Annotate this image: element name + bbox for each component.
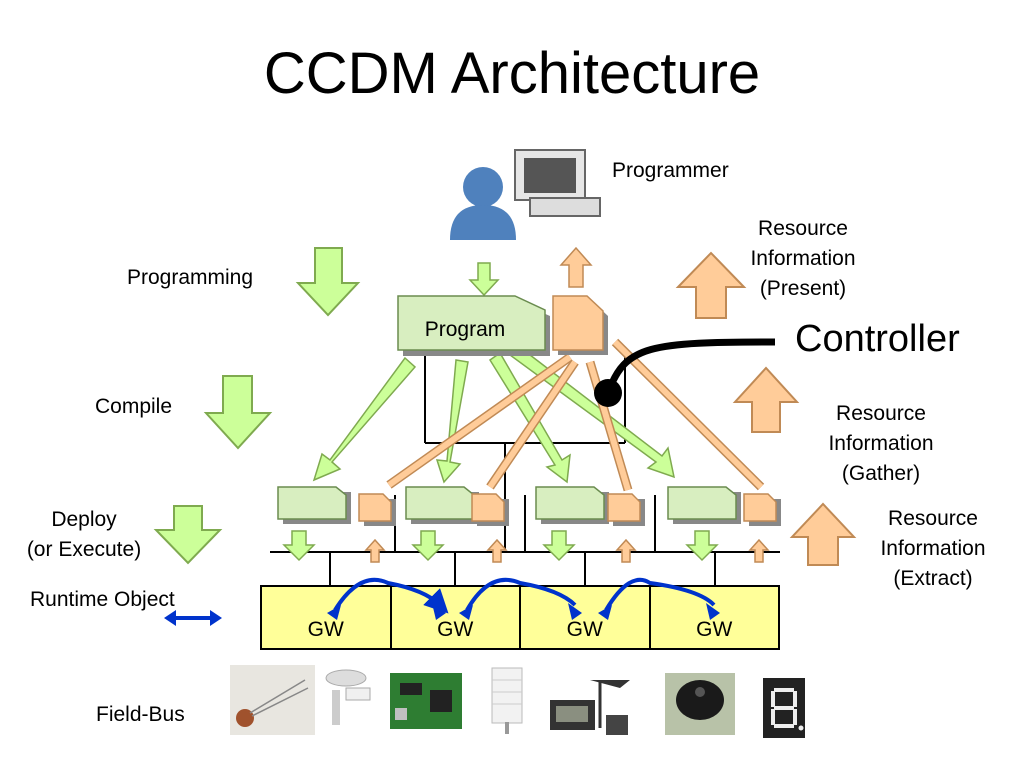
resource-present-arrow <box>675 251 747 319</box>
deploy-arrow <box>153 505 223 565</box>
resource-gather-arrow <box>732 366 800 433</box>
resource-label-line: (Gather) <box>841 462 921 485</box>
resource-label-line: (Extract) <box>893 567 973 590</box>
deploy-label-line: Deploy <box>51 508 117 531</box>
resource-label-line: Information <box>750 247 856 270</box>
resource-extract-label: Resource Information (Extract) <box>868 504 998 594</box>
small-extract-arrows <box>364 538 770 563</box>
seven-segment-display-icon <box>763 678 805 738</box>
programmer-label: Programmer <box>612 159 729 182</box>
deploy-label-line: (or Execute) <box>26 538 142 561</box>
resource-label-line: (Present) <box>759 277 847 300</box>
resource-label-line: Resource <box>836 402 926 425</box>
runtime-doc-1 <box>277 486 396 526</box>
controller-pointer-dot <box>594 379 622 407</box>
runtime-object-legend-arrow <box>164 610 222 626</box>
circuit-board-icon <box>390 673 462 729</box>
gateway-cell: GW <box>519 587 649 648</box>
runtime-doc-2 <box>405 486 509 526</box>
deploy-label: Deploy (or Execute) <box>24 505 144 565</box>
resource-label-line: Information <box>880 537 986 560</box>
resource-label-line: Resource <box>758 217 848 240</box>
gateway-cell: GW <box>389 587 520 648</box>
temperature-sensor-icon <box>491 667 523 734</box>
resource-label-line: Information <box>828 432 934 455</box>
gateway-label: GW <box>696 618 733 641</box>
weather-station-icon <box>550 680 630 735</box>
runtime-documents <box>277 486 781 526</box>
resource-label-line: Resource <box>888 507 978 530</box>
resource-gather-label: Resource Information (Gather) <box>816 399 946 489</box>
compile-label: Compile <box>95 395 173 418</box>
programmer-down-arrow <box>468 262 500 297</box>
runtime-doc-3 <box>535 486 645 526</box>
gather-flow-lines <box>387 339 764 491</box>
gateway-label: GW <box>566 618 603 641</box>
anemometer-icon <box>318 665 380 735</box>
gateway-label: GW <box>437 618 474 641</box>
programming-label: Programming <box>127 266 254 289</box>
runtime-doc-4 <box>667 486 781 526</box>
page-title: CCDM Architecture <box>263 41 761 106</box>
programmer-computer-icon <box>450 149 601 240</box>
program-label: Program <box>425 318 506 341</box>
controller-pointer-line <box>604 338 776 395</box>
programmer-up-arrow <box>559 246 593 288</box>
resource-extract-arrow <box>789 502 857 566</box>
small-deploy-arrows <box>282 530 719 562</box>
field-bus-label: Field-Bus <box>96 703 185 726</box>
compile-arrow <box>203 375 273 450</box>
buzzer-icon <box>665 673 735 735</box>
programming-arrow <box>295 247 361 317</box>
gateway-label: GW <box>307 618 344 641</box>
runtime-object-label: Runtime Object <box>30 588 175 611</box>
gateway-cell: GW <box>262 587 390 648</box>
controller-label: Controller <box>795 318 960 360</box>
gateway-cell: GW <box>648 587 779 648</box>
photoresistor-icon <box>230 665 315 735</box>
program-document: Program <box>397 295 550 356</box>
deploy-flow-arrows <box>312 343 676 484</box>
controller-document <box>552 295 608 355</box>
resource-present-label: Resource Information (Present) <box>738 214 868 304</box>
